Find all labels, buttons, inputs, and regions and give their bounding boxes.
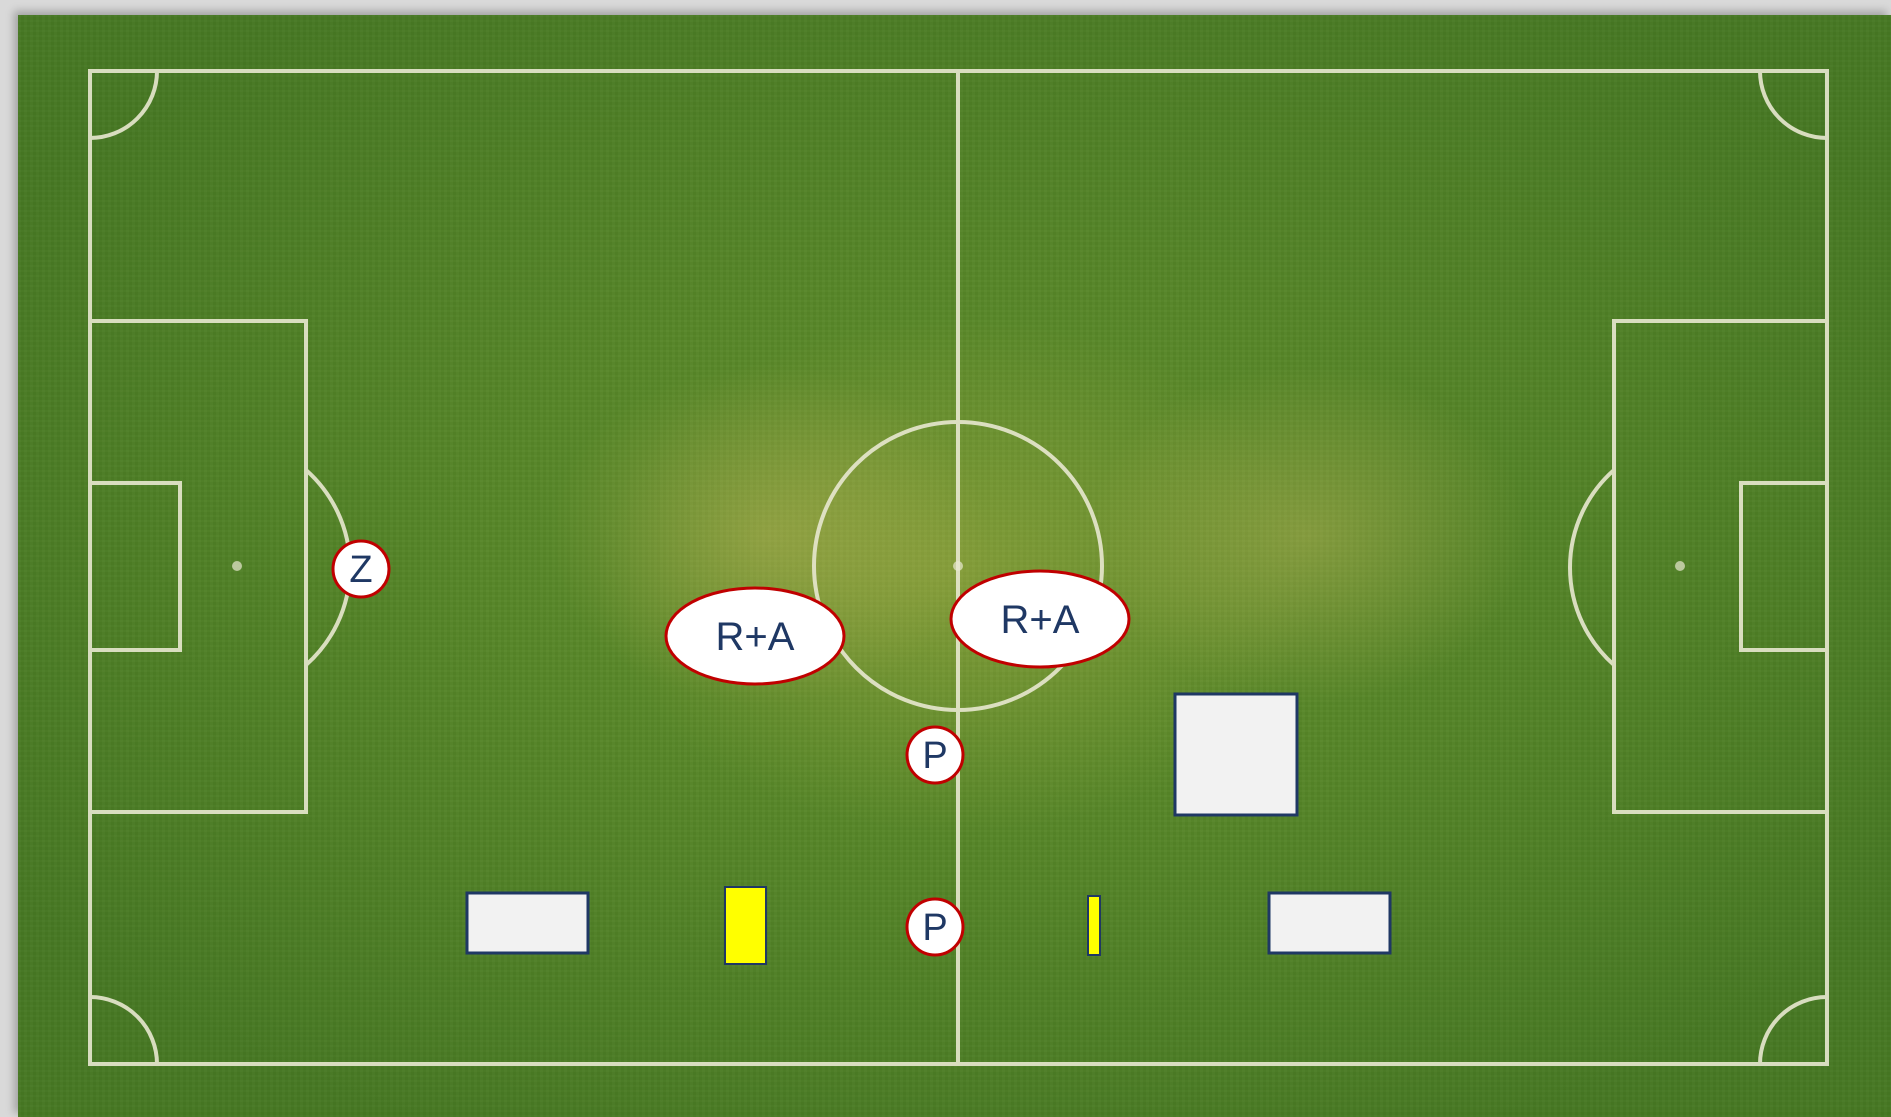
marker-ra-left-label: R+A xyxy=(716,615,795,659)
rectangle-box-right xyxy=(1269,893,1390,953)
corner-arc-top-right xyxy=(1760,71,1827,138)
marker-ra-left: R+A xyxy=(666,588,844,684)
yellow-card-small xyxy=(1088,896,1100,955)
marker-z: Z xyxy=(333,541,389,597)
left-penalty-area xyxy=(90,321,306,812)
marker-p-upper-label: P xyxy=(922,735,947,777)
centre-spot xyxy=(953,561,963,571)
marker-p-upper: P xyxy=(907,727,963,783)
marker-ra-right: R+A xyxy=(951,571,1129,667)
left-goal-area xyxy=(90,483,180,650)
marker-p-lower: P xyxy=(907,899,963,955)
marker-ra-right-label: R+A xyxy=(1001,598,1080,642)
right-penalty-arc xyxy=(1570,470,1614,665)
right-goal-area xyxy=(1741,483,1827,650)
yellow-card-large xyxy=(725,887,766,964)
corner-arc-bottom-left xyxy=(90,997,157,1064)
corner-arc-bottom-right xyxy=(1760,997,1827,1064)
right-penalty-area xyxy=(1614,321,1827,812)
left-penalty-spot xyxy=(232,561,242,571)
right-penalty-spot xyxy=(1675,561,1685,571)
rectangle-box-left xyxy=(467,893,588,953)
corner-arc-top-left xyxy=(90,71,157,138)
square-box xyxy=(1175,694,1297,815)
marker-z-label: Z xyxy=(349,549,372,591)
marker-p-lower-label: P xyxy=(922,907,947,949)
